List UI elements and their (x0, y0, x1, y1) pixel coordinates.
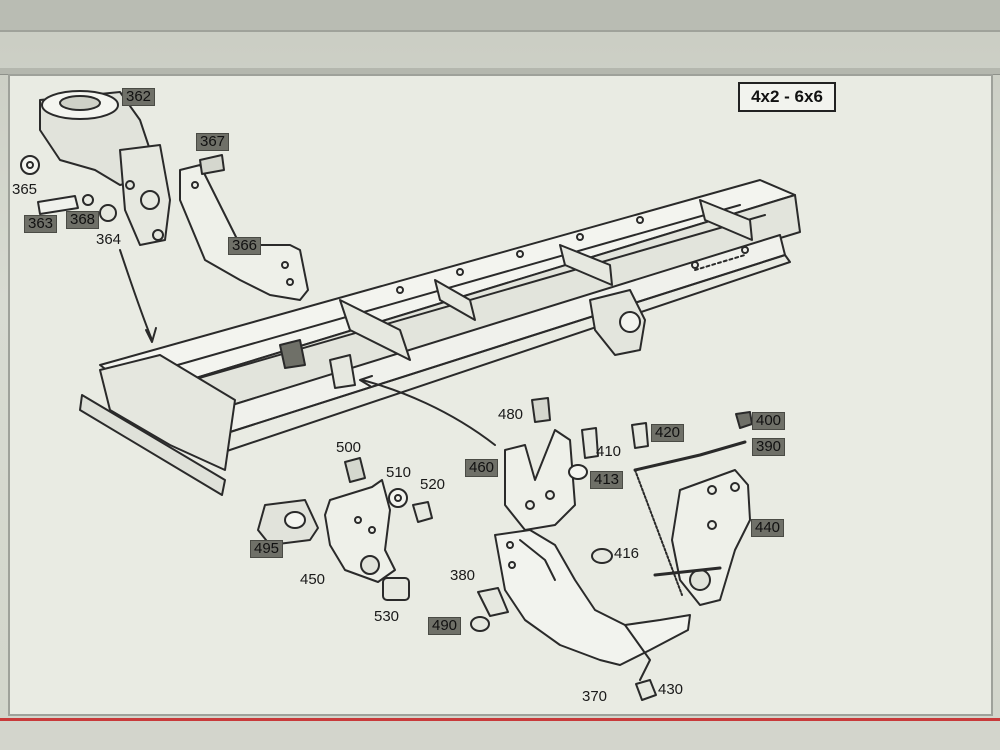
shield-370 (494, 529, 691, 681)
steering-box-assembly (39, 90, 171, 246)
label-365[interactable]: 365 (12, 181, 38, 198)
bolt-480 (531, 397, 551, 423)
label-500[interactable]: 500 (336, 439, 362, 456)
spacer-490 (470, 616, 490, 632)
label-420[interactable]: 420 (651, 424, 685, 442)
label-367[interactable]: 367 (196, 133, 230, 151)
label-363[interactable]: 363 (24, 215, 58, 233)
chassis-frame (79, 179, 801, 496)
label-450[interactable]: 450 (300, 571, 326, 588)
label-416[interactable]: 416 (614, 545, 640, 562)
label-510[interactable]: 510 (386, 464, 412, 481)
bolt-500 (344, 457, 366, 483)
window-top-bar (0, 0, 1000, 32)
variant-label: 4x2 - 6x6 (738, 82, 836, 112)
nut-430 (635, 679, 657, 701)
label-520[interactable]: 520 (420, 476, 446, 493)
arrow-steering (119, 249, 153, 341)
washer-413 (568, 464, 588, 480)
label-413[interactable]: 413 (590, 471, 624, 489)
label-400[interactable]: 400 (752, 412, 786, 430)
washer-510 (388, 488, 408, 508)
label-370[interactable]: 370 (582, 688, 608, 705)
rod-390 (633, 440, 747, 472)
bottom-strip (0, 721, 1000, 750)
pin-363 (37, 195, 79, 215)
mounting-plate-366 (179, 164, 309, 301)
bolt-367 (199, 154, 225, 175)
washer-368 (82, 194, 94, 206)
label-490[interactable]: 490 (428, 617, 462, 635)
label-380[interactable]: 380 (450, 567, 476, 584)
label-368-small[interactable]: 368 (66, 211, 100, 229)
label-366[interactable]: 366 (228, 237, 262, 255)
plate-380 (477, 587, 509, 617)
label-480[interactable]: 480 (498, 406, 524, 423)
nut-364 (99, 204, 117, 222)
bottom-accent-line (0, 718, 1000, 721)
bracket-450 (324, 479, 396, 583)
arrow-bracket (361, 379, 496, 446)
label-410[interactable]: 410 (596, 443, 622, 460)
label-460[interactable]: 460 (465, 459, 499, 477)
label-390[interactable]: 390 (752, 438, 786, 456)
washer-365 (20, 155, 40, 175)
label-362[interactable]: 362 (122, 88, 156, 106)
bolt-410 (581, 427, 599, 459)
bracket-460 (504, 429, 576, 531)
clip-400 (735, 411, 753, 429)
bolt-420 (631, 422, 649, 449)
bracket-440 (671, 469, 751, 606)
label-530[interactable]: 530 (374, 608, 400, 625)
nut-520 (412, 501, 433, 523)
label-430[interactable]: 430 (658, 681, 684, 698)
spacer-416 (591, 548, 613, 564)
label-364[interactable]: 364 (96, 231, 122, 248)
label-495[interactable]: 495 (250, 540, 284, 558)
label-440[interactable]: 440 (751, 519, 785, 537)
spacer-530 (382, 577, 410, 601)
